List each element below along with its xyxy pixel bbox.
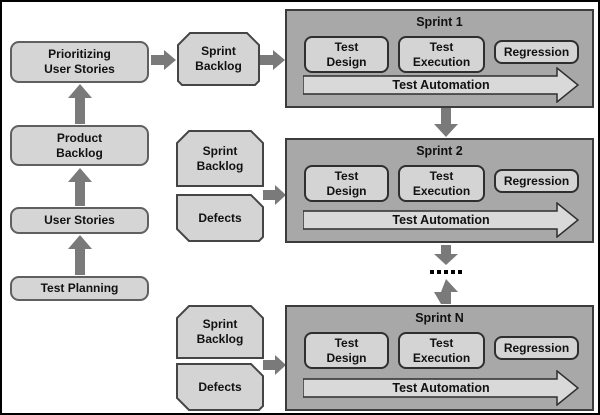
- product-backlog-box: Product Backlog: [10, 125, 149, 166]
- sprint-backlog-label: Sprint Backlog: [195, 44, 242, 73]
- ellipsis-dot: [458, 270, 462, 274]
- arrow-right-sprintbacklog-to-sprint1-icon: [260, 50, 285, 70]
- sprint2-test-design-box: Test Design: [304, 165, 389, 202]
- sprint1-container: Sprint 1 Test Design Test Execution Regr…: [285, 9, 594, 108]
- sprint2-title: Sprint 2: [416, 144, 463, 158]
- sprint2-defects-card: Defects: [176, 194, 264, 242]
- sprintn-test-automation-label: Test Automation: [392, 381, 490, 395]
- sprint2-backlog-card: Sprint Backlog: [176, 130, 264, 187]
- sprintn-test-automation-arrow: Test Automation: [303, 370, 579, 406]
- sprintn-container: Sprint N Test Design Test Execution Regr…: [285, 305, 594, 411]
- ellipsis-dot: [437, 270, 441, 274]
- sprint-backlog-label: Sprint Backlog: [196, 317, 244, 346]
- sprint2-test-automation-label: Test Automation: [392, 213, 490, 227]
- sprint2-container: Sprint 2 Test Design Test Execution Regr…: [285, 138, 594, 243]
- sprint1-test-automation-arrow: Test Automation: [303, 67, 579, 103]
- sprint1-test-execution-box: Test Execution: [398, 36, 485, 73]
- test-planning-box: Test Planning: [10, 276, 149, 301]
- ellipsis-dot: [444, 270, 448, 274]
- user-stories-box: User Stories: [10, 207, 149, 234]
- arrow-right-prioritizing-to-sprintbacklog-icon: [151, 50, 176, 70]
- sprint1-title: Sprint 1: [416, 15, 463, 29]
- sprint2-test-execution-box: Test Execution: [398, 165, 485, 202]
- arrow-up-testplanning-to-userstories-icon: [68, 235, 92, 275]
- arrow-down-sprint2-to-dots-icon: [434, 245, 458, 265]
- sprint1-backlog-card: Sprint Backlog: [177, 32, 260, 86]
- arrow-up-userstories-to-productbacklog-icon: [68, 168, 92, 206]
- sprint1-regression-box: Regression: [494, 40, 579, 64]
- sprint2-regression-box: Regression: [494, 169, 579, 193]
- arrow-up-product-to-prioritizing-icon: [68, 84, 92, 124]
- arrow-down-sprint1-to-sprint2-icon: [434, 108, 458, 137]
- ellipsis-dot: [430, 270, 434, 274]
- sprintn-test-execution-box: Test Execution: [398, 332, 485, 369]
- sprintn-regression-box: Regression: [494, 336, 579, 360]
- sprintn-backlog-card: Sprint Backlog: [176, 305, 264, 359]
- sprint-backlog-label: Sprint Backlog: [196, 143, 244, 173]
- sprint1-test-design-box: Test Design: [304, 36, 389, 73]
- prioritizing-user-stories-box: Prioritizing User Stories: [10, 41, 149, 83]
- defects-label: Defects: [198, 379, 242, 394]
- sprint1-test-automation-label: Test Automation: [392, 78, 490, 92]
- sprintn-test-design-box: Test Design: [304, 332, 389, 369]
- arrow-right-inputs-to-sprint2-icon: [263, 185, 286, 205]
- arrow-up-sprintn-to-dots-icon: [434, 279, 458, 304]
- sprintn-title: Sprint N: [415, 311, 464, 325]
- defects-label: Defects: [198, 210, 242, 225]
- sprintn-defects-card: Defects: [176, 363, 264, 411]
- sprint2-test-automation-arrow: Test Automation: [303, 202, 579, 238]
- arrow-right-inputs-to-sprintn-icon: [263, 355, 286, 375]
- ellipsis-dot: [451, 270, 455, 274]
- continuation-dots: [430, 270, 462, 274]
